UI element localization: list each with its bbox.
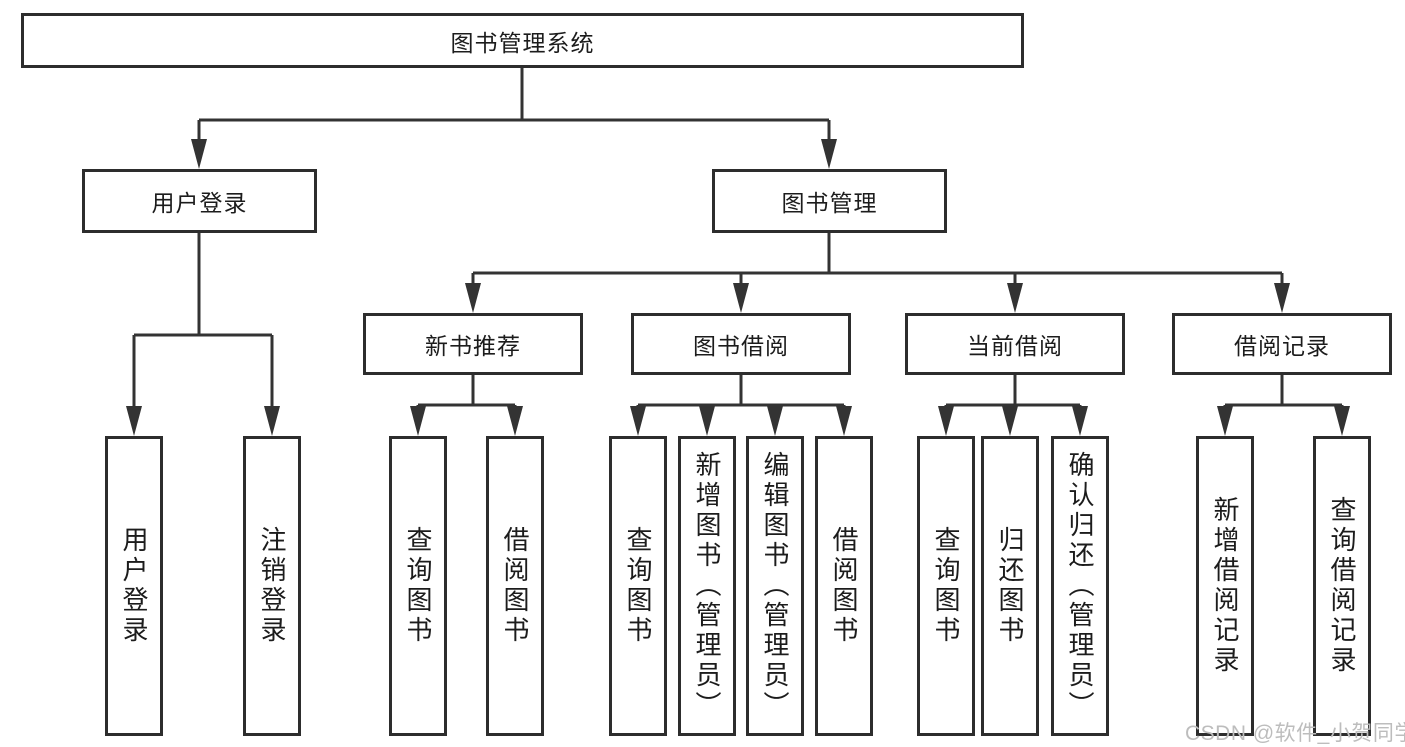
node-leaf-return-books: 归还图书	[981, 436, 1039, 736]
node-new-book-recommend: 新书推荐	[363, 313, 583, 375]
node-leaf-query-books-recommend: 查询图书	[389, 436, 447, 736]
node-leaf-edit-books-admin: 编辑图书（管理员）	[746, 436, 804, 736]
node-leaf-confirm-return-admin: 确认归还（管理员）	[1051, 436, 1109, 736]
node-leaf-query-books-borrow: 查询图书	[609, 436, 667, 736]
node-user-login: 用户登录	[82, 169, 317, 233]
node-leaf-user-login: 用户登录	[105, 436, 163, 736]
node-leaf-query-borrow-record: 查询借阅记录	[1313, 436, 1371, 736]
node-book-management: 图书管理	[712, 169, 947, 233]
node-leaf-borrow-books: 借阅图书	[815, 436, 873, 736]
node-current-borrow: 当前借阅	[905, 313, 1125, 375]
arrowheads	[126, 139, 1350, 436]
connector-lines	[132, 68, 1344, 410]
node-leaf-query-books-current: 查询图书	[917, 436, 975, 736]
node-leaf-logout: 注销登录	[243, 436, 301, 736]
node-leaf-borrow-books-recommend: 借阅图书	[486, 436, 544, 736]
csdn-watermark: CSDN @软件_小贺同学	[1185, 722, 1405, 745]
node-library-management-system: 图书管理系统	[21, 13, 1024, 68]
node-borrow-records: 借阅记录	[1172, 313, 1392, 375]
node-book-borrow: 图书借阅	[631, 313, 851, 375]
node-leaf-add-borrow-record: 新增借阅记录	[1196, 436, 1254, 736]
node-leaf-add-books-admin: 新增图书（管理员）	[678, 436, 736, 736]
